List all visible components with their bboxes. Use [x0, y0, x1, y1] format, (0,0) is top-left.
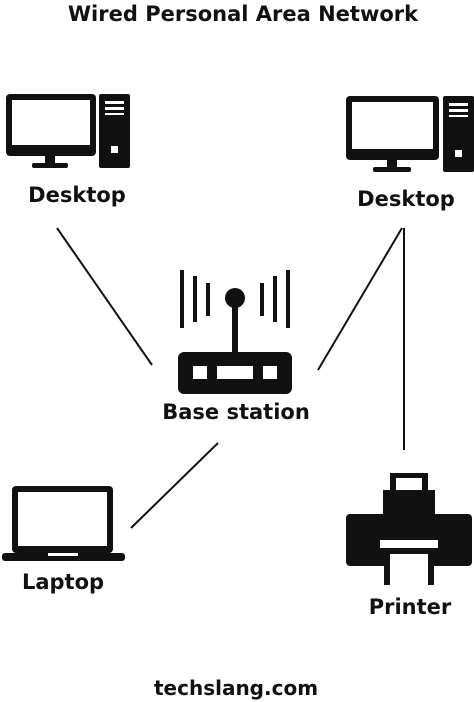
desktop-computer-icon [6, 94, 130, 168]
diagram-title: Wired Personal Area Network [67, 2, 419, 26]
footer-source: techslang.com [153, 676, 319, 700]
desktop-right-label: Desktop [357, 187, 455, 211]
laptop-label: Laptop [21, 570, 105, 594]
edge-desktop-right-to-base-station [317, 227, 403, 371]
printer-label: Printer [368, 595, 452, 619]
desktop-left-label: Desktop [28, 183, 126, 207]
base-station-label: Base station [162, 400, 310, 424]
edge-desktop-left-to-base-station [56, 227, 153, 366]
router-icon [178, 270, 292, 394]
desktop-computer-icon [346, 96, 474, 172]
laptop-icon [2, 486, 125, 561]
printer-icon [346, 473, 472, 585]
edge-laptop-to-base-station [130, 442, 219, 529]
